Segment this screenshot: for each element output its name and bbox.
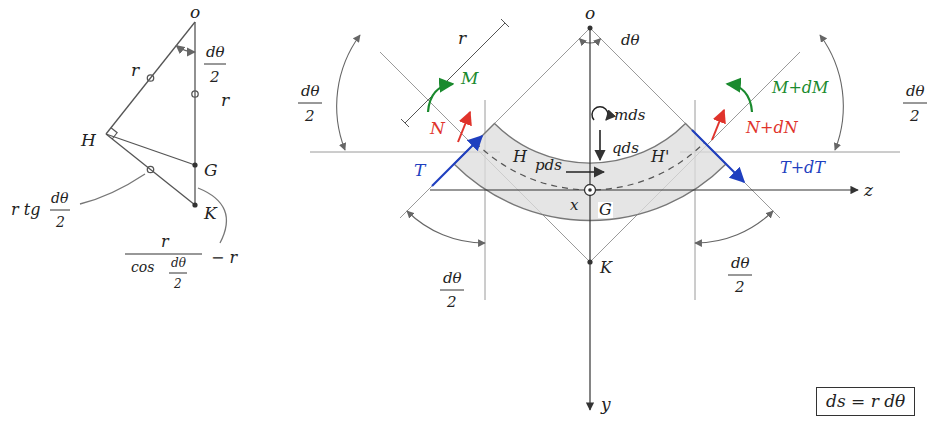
- load-label: qds: [612, 141, 639, 156]
- angle-label: dθ: [171, 257, 186, 269]
- force-label: N: [430, 120, 445, 137]
- dimension-label: r tg: [11, 202, 40, 218]
- axis-label: y: [601, 396, 611, 413]
- angle-label: dθ: [731, 256, 750, 271]
- formula-text: ds = r dθ: [826, 393, 905, 410]
- point-label: K: [599, 260, 613, 276]
- dimension-label: − r: [211, 250, 237, 266]
- point-label: H: [513, 149, 527, 165]
- angle-label: 2: [910, 109, 920, 124]
- angle-label: dθ: [621, 33, 640, 48]
- point-label: G: [204, 162, 218, 179]
- point-label: K: [204, 205, 217, 222]
- axis-label: z: [864, 182, 873, 199]
- angle-label: dθ: [51, 191, 68, 205]
- force-label: N+dN: [746, 120, 798, 136]
- moment-label: M+dM: [772, 80, 828, 96]
- angle-label: dθ: [301, 84, 320, 99]
- load-label: pds: [535, 158, 562, 173]
- formula-box: ds = r dθ: [816, 387, 915, 416]
- angle-label: 2: [210, 70, 220, 85]
- point-label: H: [81, 132, 96, 149]
- force-label: T+dT: [780, 160, 825, 176]
- moment-label: M: [461, 70, 478, 87]
- dimension-label: r: [161, 234, 169, 250]
- axis-label: x: [570, 198, 578, 213]
- dimension-label: cos: [131, 260, 154, 274]
- angle-label: dθ: [906, 84, 925, 99]
- point-label: o: [585, 5, 595, 22]
- angle-label: 2: [447, 295, 457, 310]
- angle-label: 2: [56, 215, 65, 229]
- point-label: o: [190, 4, 200, 21]
- angle-label: dθ: [206, 45, 225, 60]
- angle-label: dθ: [443, 271, 462, 286]
- angle-label: 2: [735, 280, 745, 295]
- dimension-label: r: [131, 62, 139, 79]
- point-label: H': [651, 149, 669, 165]
- angle-label: 2: [174, 278, 182, 290]
- dimension-label: r: [221, 92, 229, 109]
- dimension-label: r: [458, 30, 466, 47]
- load-label: mds: [614, 108, 646, 123]
- point-label: G: [598, 202, 613, 218]
- angle-label: 2: [305, 109, 315, 124]
- force-label: T: [414, 162, 425, 179]
